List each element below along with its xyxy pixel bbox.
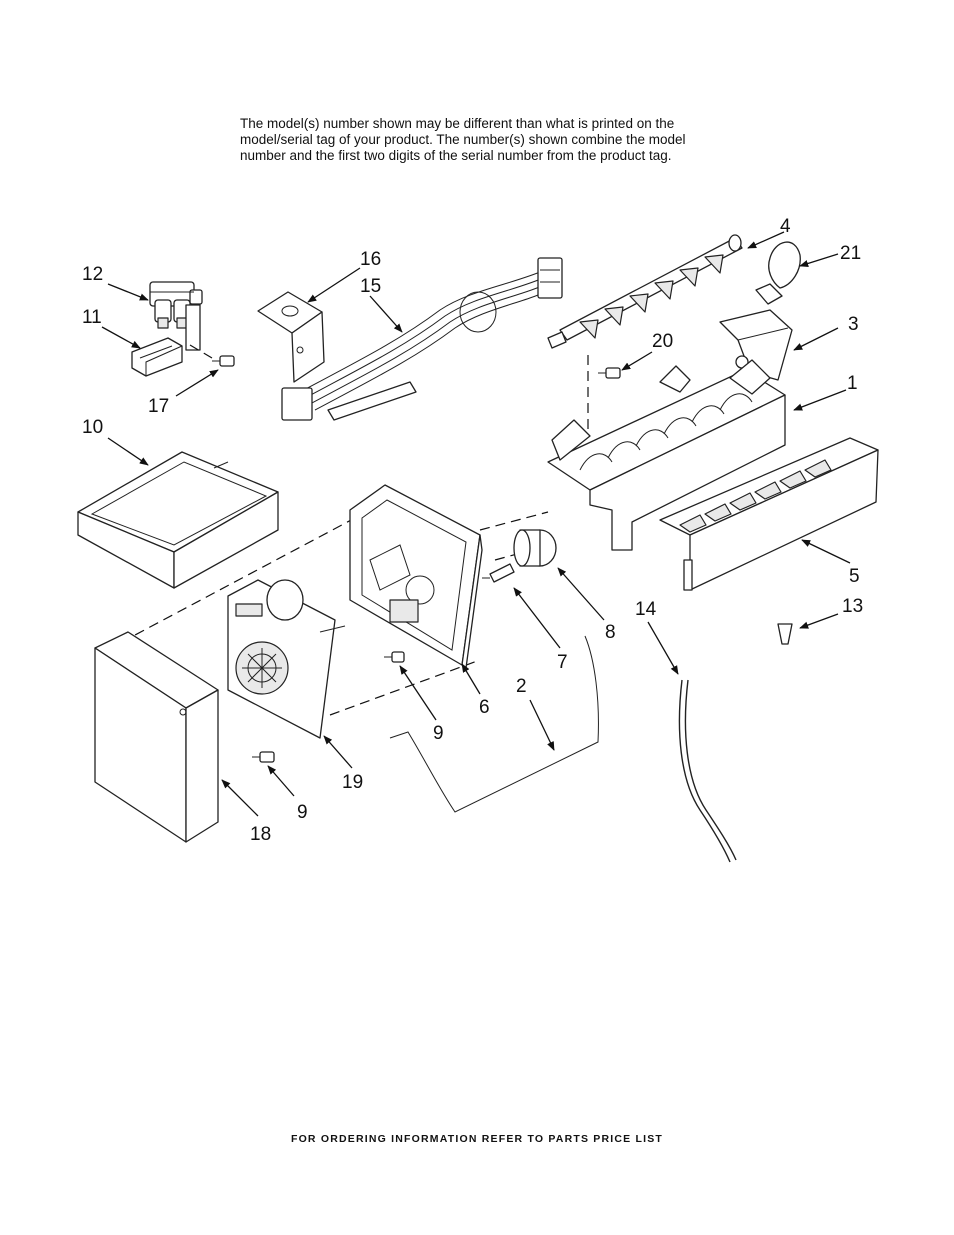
harness-bracket-part (257, 291, 325, 383)
front-cover-part (94, 631, 219, 843)
screw-9-lower-part (252, 751, 275, 763)
callout-labels: 1 2 3 4 5 6 7 8 9 9 10 11 12 13 14 15 16… (82, 216, 863, 845)
alignment-lines (134, 355, 589, 716)
ordering-info-footer: FOR ORDERING INFORMATION REFER TO PARTS … (290, 1133, 664, 1145)
callout-18: 18 (250, 824, 271, 845)
screw-20-part (598, 367, 621, 379)
screw-9-upper-part (384, 651, 405, 663)
callout-21: 21 (840, 243, 861, 264)
valve-bracket-part (131, 337, 183, 377)
callout-14: 14 (635, 599, 657, 620)
cam-part (755, 241, 801, 305)
callout-8: 8 (605, 622, 616, 643)
leader-lines (101, 231, 851, 817)
note-line-1: The model(s) number shown may be differe… (240, 116, 675, 131)
callout-7: 7 (557, 652, 568, 673)
ice-tray-part (77, 451, 279, 589)
ice-mold-part (547, 359, 786, 551)
fill-tube-part (678, 679, 737, 863)
callout-12: 12 (82, 264, 103, 285)
callout-3: 3 (848, 314, 859, 335)
ejector-part (547, 234, 743, 349)
callout-6: 6 (479, 697, 490, 718)
cover-part (719, 309, 793, 381)
pin-13-part (777, 623, 793, 645)
thermostat-part (482, 563, 515, 583)
callout-11: 11 (82, 307, 102, 328)
callout-10: 10 (82, 417, 103, 438)
housing-part (349, 484, 483, 669)
callout-19: 19 (342, 772, 363, 793)
shutoff-arm-part (389, 635, 599, 813)
callout-17: 17 (148, 396, 169, 417)
callout-9-upper: 9 (433, 723, 444, 744)
callout-2: 2 (516, 676, 527, 697)
callout-9-lower: 9 (297, 802, 308, 823)
callout-16: 16 (360, 249, 381, 270)
callout-5: 5 (849, 566, 860, 587)
motor-module-part (227, 579, 346, 739)
callout-13: 13 (842, 596, 863, 617)
heater-cartridge-part (513, 529, 557, 567)
model-number-note: The model(s) number shown may be differe… (240, 116, 760, 164)
wire-harness-part (281, 257, 563, 421)
water-valve-part (149, 281, 203, 351)
callout-20: 20 (652, 331, 673, 352)
callout-4: 4 (780, 216, 791, 237)
screw-17-part (189, 344, 235, 367)
stripper-part (659, 437, 879, 591)
note-line-3: number and the first two digits of the s… (240, 148, 672, 163)
callout-1: 1 (847, 373, 858, 394)
callout-15: 15 (360, 276, 381, 297)
note-line-2: model/serial tag of your product. The nu… (240, 132, 686, 147)
